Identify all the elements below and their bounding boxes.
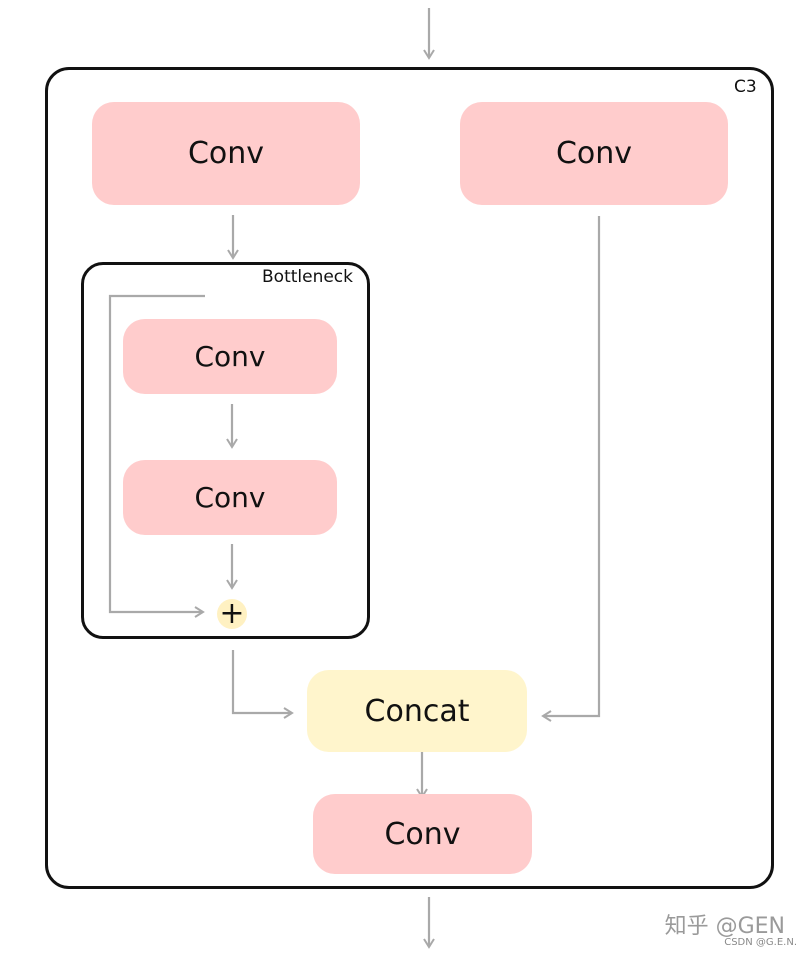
arrow-bottleneck-to-concat — [231, 650, 294, 719]
concat-block: Concat — [307, 670, 527, 752]
conv-block-top-left: Conv — [92, 102, 360, 205]
c3-label: C3 — [734, 77, 757, 97]
add-operation: + — [217, 599, 247, 629]
watermark-zhihu: 知乎 @GEN — [664, 914, 785, 939]
conv-block-bottleneck-1: Conv — [123, 319, 337, 394]
conv-block-final: Conv — [313, 794, 532, 874]
watermark-csdn: CSDN @G.E.N. — [724, 937, 797, 948]
conv-block-top-right: Conv — [460, 102, 728, 205]
arrow-right-conv-to-concat — [541, 216, 601, 722]
conv-block-bottleneck-2: Conv — [123, 460, 337, 535]
c3-module-frame — [45, 67, 774, 889]
bottleneck-label: Bottleneck — [262, 267, 354, 287]
residual-skip-connection — [108, 294, 205, 618]
bottleneck-frame — [81, 262, 370, 639]
